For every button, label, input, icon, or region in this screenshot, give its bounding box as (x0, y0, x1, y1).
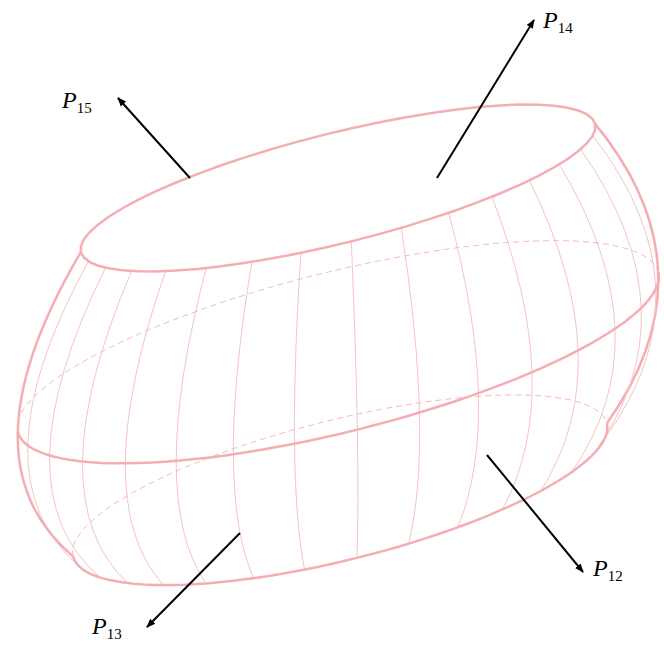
meridian-line (449, 213, 479, 528)
meridian-line (50, 268, 106, 578)
meridian-line (28, 261, 89, 568)
hidden-band (17, 241, 658, 432)
outline (595, 124, 658, 424)
bottom-rim (73, 424, 607, 586)
meridian-line (294, 253, 304, 570)
force-label: P13 (92, 614, 122, 638)
middle-band (18, 272, 659, 463)
meridian-line (125, 271, 165, 585)
force-label: P14 (543, 8, 573, 32)
meridian-line (82, 271, 131, 583)
meridian-line (581, 149, 642, 454)
force-label: P12 (593, 556, 623, 580)
hidden-rim (73, 395, 607, 557)
arrow (487, 455, 583, 572)
meridian-line (233, 262, 253, 578)
force-label: P15 (62, 88, 92, 112)
meridian-line (401, 228, 419, 544)
arrow (118, 98, 190, 178)
meridian-line (593, 136, 656, 438)
arrow (437, 20, 534, 178)
meridian-line (176, 268, 206, 583)
meridian-line (351, 241, 358, 558)
meridian-line (529, 180, 578, 491)
arrow (147, 533, 240, 627)
top-rim (81, 105, 595, 272)
